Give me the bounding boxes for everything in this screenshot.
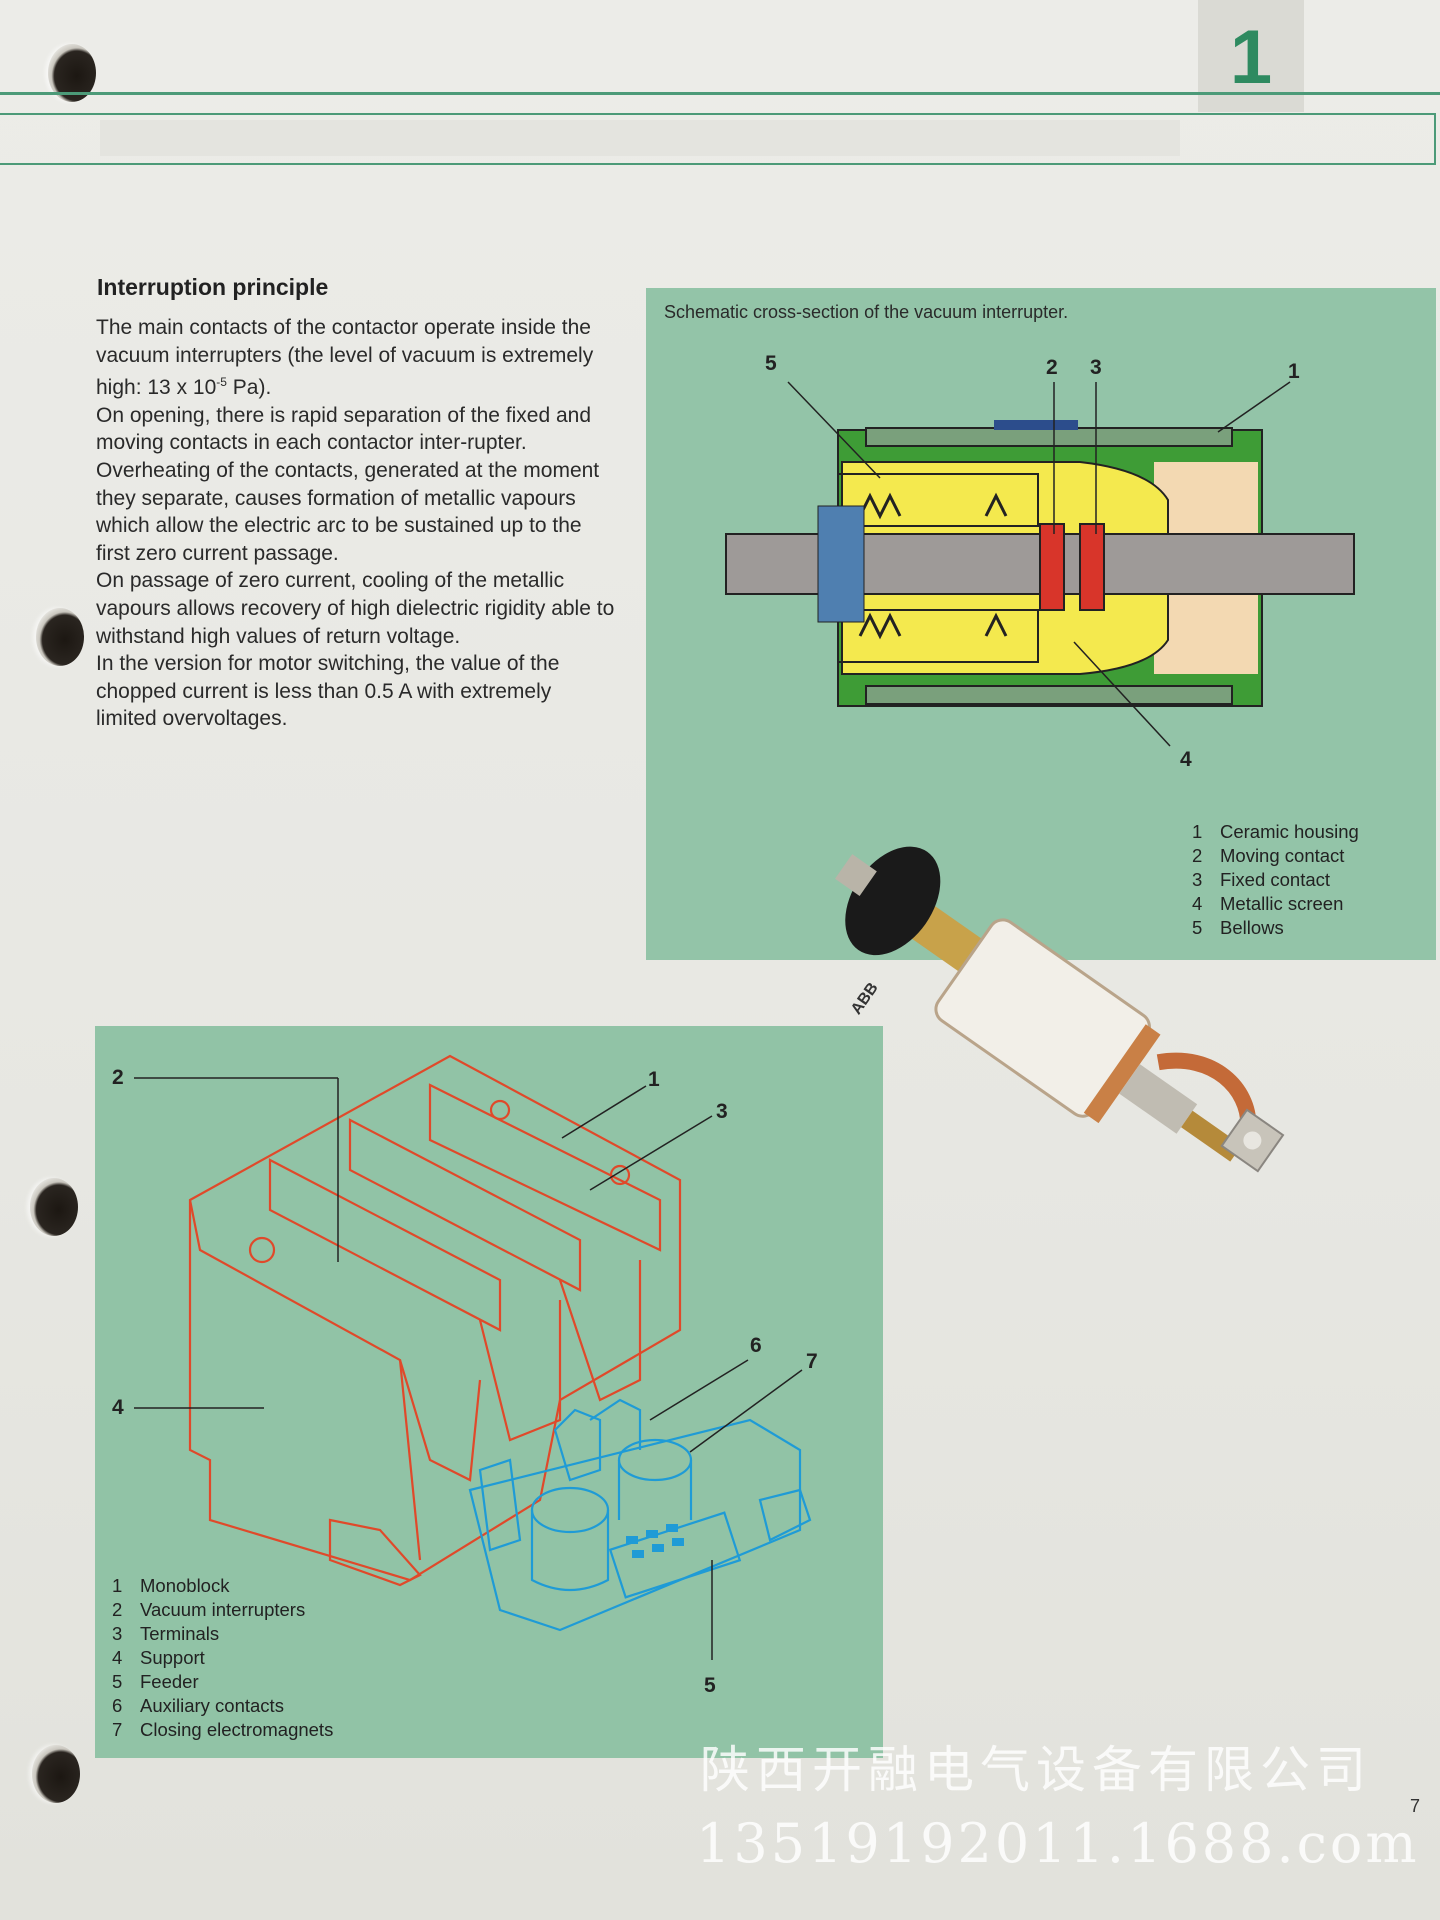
body-text: The main contacts of the contactor opera… [96,314,616,733]
paragraph: In the version for motor switching, the … [96,652,560,731]
header-band [0,113,1436,165]
paragraph: The main contacts of the contactor opera… [96,316,594,400]
assembly-callout-7: 7 [806,1350,818,1373]
watermark-company: 陕西开融电气设备有限公司 [700,1741,1372,1799]
watermark-url: 13519192011.1688.com [696,1812,1420,1875]
binder-hole [32,1745,80,1803]
cross-section-callout-4: 4 [1180,748,1192,771]
cross-section-callout-3: 3 [1090,356,1102,379]
assembly-callout-2: 2 [112,1066,124,1089]
assembly-callout-6: 6 [750,1334,762,1357]
section-title: Interruption principle [97,274,329,300]
assembly-callout-5: 5 [704,1674,716,1697]
assembly-panel [95,1026,883,1758]
chapter-number: 1 [1229,15,1273,100]
cross-section-callout-2: 2 [1046,356,1058,379]
assembly-callout-1: 1 [648,1068,660,1091]
assembly-callout-3: 3 [716,1100,728,1123]
binder-hole [36,608,84,666]
assembly-callout-4: 4 [112,1396,124,1419]
binder-hole [30,1178,78,1236]
header-rule [0,92,1440,95]
paragraph: Overheating of the contacts, generated a… [96,458,600,565]
cross-section-caption: Schematic cross-section of the vacuum in… [664,302,1069,322]
page-number: 7 [1410,1796,1421,1816]
paragraph: On passage of zero current, cooling of t… [96,569,615,648]
header-band-fill [100,120,1180,156]
cross-section-callout-5: 5 [765,352,777,375]
paragraph: On opening, there is rapid separation of… [96,403,591,455]
cross-section-callout-1: 1 [1288,360,1300,383]
vacuum-exponent: -5 [216,375,227,390]
